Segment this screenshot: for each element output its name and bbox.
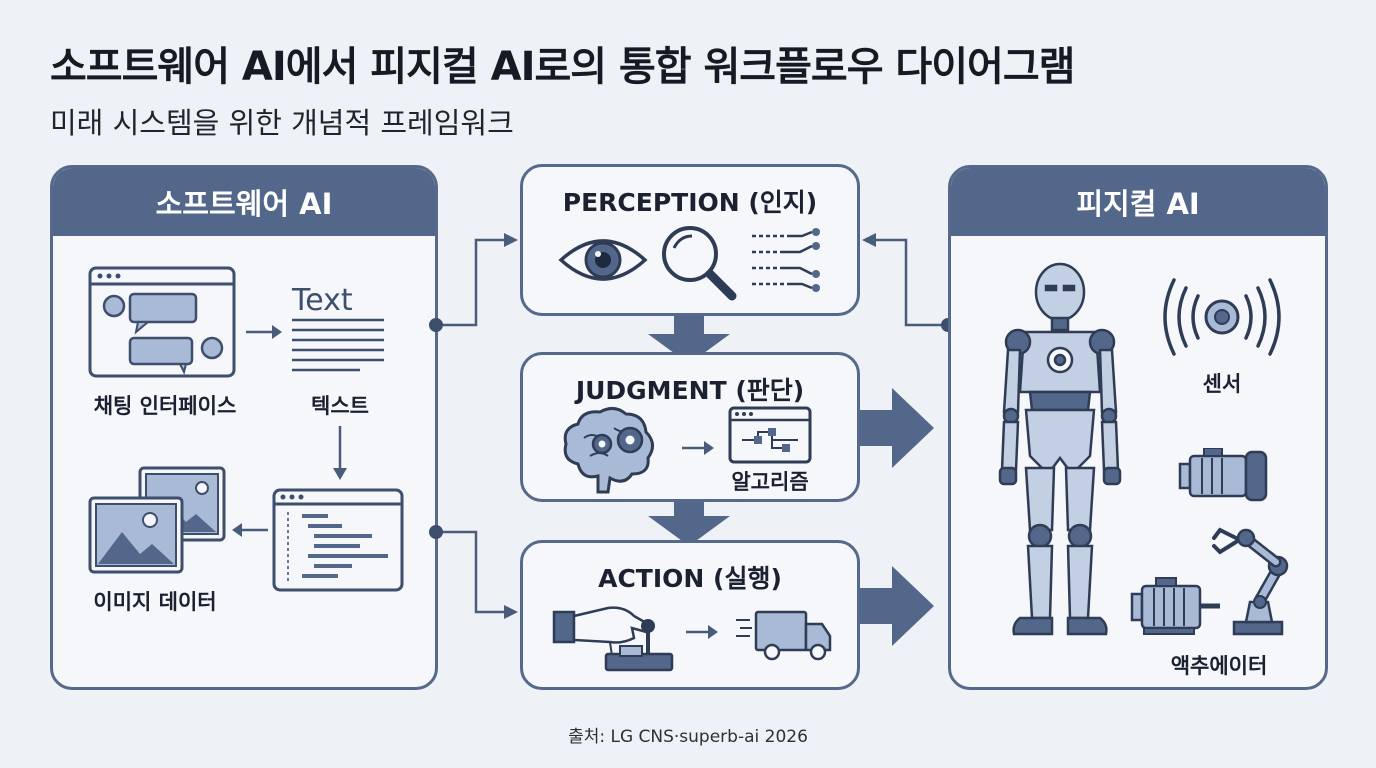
arrow-left-icon: [232, 523, 268, 537]
actuator-label: 액추에이터: [1170, 654, 1268, 678]
image-data-icon: [88, 466, 226, 574]
humanoid-robot-icon: [998, 262, 1122, 636]
page-title: 소프트웨어 AI에서 피지컬 AI로의 통합 워크플로우 다이어그램: [50, 44, 1075, 90]
sensor-icon: [1163, 278, 1281, 356]
perception-title: PERCEPTION (인지): [562, 188, 818, 217]
text-glyph: Text: [291, 283, 353, 318]
image-data-label: 이미지 데이터: [93, 590, 217, 614]
software-ai-panel: 소프트웨어 AI: [50, 165, 438, 690]
arrow-right-icon: [686, 625, 718, 639]
action-title: ACTION (실행): [598, 564, 782, 593]
arrow-right-icon: [246, 325, 282, 339]
brain-gear-icon: [563, 407, 654, 494]
hand-joystick-icon: [552, 606, 674, 672]
sensor-label: 센서: [1202, 372, 1242, 396]
actuator-motor-icon: [1130, 577, 1220, 635]
chat-interface-label: 채팅 인터페이스: [93, 394, 237, 418]
arrow-down-icon: [333, 426, 347, 480]
robot-arm-icon: [1212, 527, 1289, 636]
text-label: 텍스트: [311, 394, 369, 418]
judgment-title: JUDGMENT (판단): [575, 376, 805, 405]
physical-ai-header: 피지컬 AI: [951, 168, 1325, 236]
code-window-icon: [272, 488, 404, 592]
arrow-right-icon: [682, 441, 714, 455]
eye-icon: [558, 239, 648, 281]
data-network-icon: [752, 228, 820, 292]
chat-interface-icon: [88, 266, 236, 378]
algorithm-window-icon: [728, 406, 812, 464]
magnifier-icon: [662, 226, 737, 301]
page-subtitle: 미래 시스템을 위한 개념적 프레임워크: [50, 106, 514, 140]
source-footer: 출처: LG CNS·superb-ai 2026: [568, 727, 808, 747]
algorithm-label: 알고리즘: [731, 470, 809, 494]
text-document-icon: Text: [291, 283, 384, 372]
delivery-truck-icon: [736, 610, 832, 661]
motor-icon: [1178, 448, 1268, 502]
software-ai-header: 소프트웨어 AI: [53, 168, 435, 236]
